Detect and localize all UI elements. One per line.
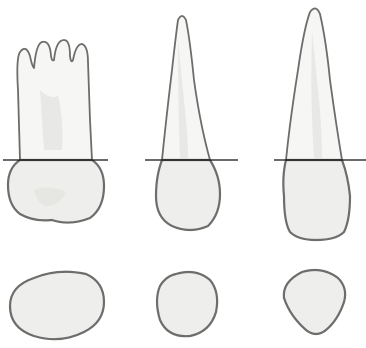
tooth-3-cross-section [284,270,345,334]
tooth-view-3 [274,8,366,334]
tooth-2-crown [156,160,220,230]
tooth-3-crown [283,160,350,240]
tooth-view-2 [145,16,238,336]
tooth-1-cross-section [10,272,104,339]
tooth-view-1 [3,40,108,339]
tooth-2-cross-section [157,272,217,336]
